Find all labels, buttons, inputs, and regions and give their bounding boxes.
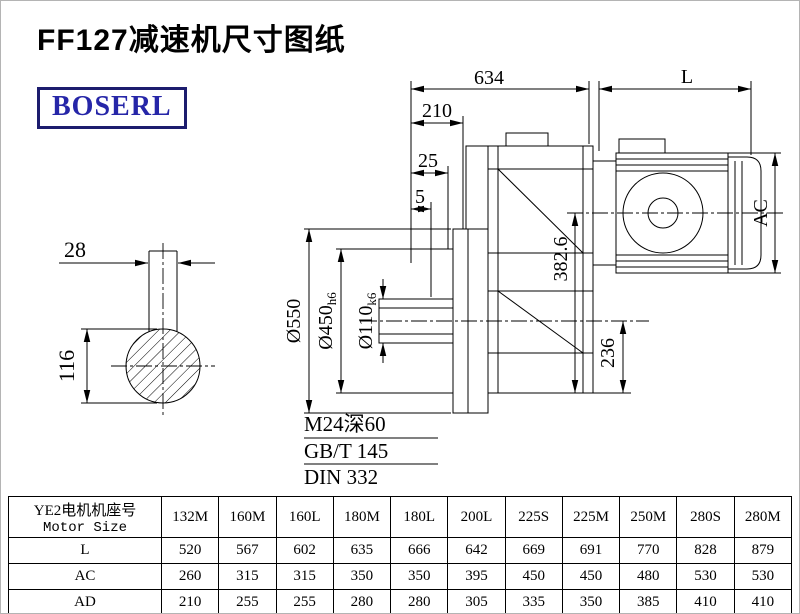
din-standard: DIN 332 (304, 465, 378, 489)
dim-110-tolerance: k6 (364, 292, 379, 306)
dim-5-label: 5 (415, 186, 425, 208)
dim-value: 635 (332, 537, 392, 564)
column-header: 225M (561, 496, 621, 538)
motor-flange-circle (622, 172, 704, 254)
dim-450-value: Ø450 (315, 305, 337, 349)
dim-value: 567 (218, 537, 277, 564)
technical-drawing: 28 116 (54, 66, 785, 489)
dim-value: 395 (447, 563, 506, 590)
dim-236-label: 236 (597, 338, 619, 368)
dim-value: 260 (160, 563, 220, 590)
dim-value: 335 (504, 589, 563, 613)
dim-value: 669 (504, 537, 563, 564)
dim-450-tolerance: h6 (324, 292, 339, 306)
column-header: 225S (504, 496, 563, 538)
dim-value: 350 (332, 563, 392, 590)
row-label: AC (8, 563, 162, 590)
dim-value: 280 (332, 589, 392, 613)
dim-value: 255 (218, 589, 277, 613)
dim-value: 410 (676, 589, 735, 613)
column-header: 160L (275, 496, 334, 538)
dim-value: 642 (447, 537, 506, 564)
dim-value: 520 (160, 537, 220, 564)
dim-110-label: Ø110k6 (355, 292, 379, 349)
column-header: 200L (447, 496, 506, 538)
motor-shaft-circle (647, 197, 679, 229)
thread-spec: M24深60 (304, 412, 386, 436)
dim-value: 315 (218, 563, 277, 590)
dim-382-label: 382.6 (550, 237, 572, 282)
shaft-end-dimensions: 28 116 (54, 237, 215, 404)
shaft-end-view (111, 243, 215, 415)
row-label: AD (8, 589, 162, 613)
dim-value: 280 (390, 589, 449, 613)
page-title: FF127减速机尺寸图纸 (37, 24, 346, 57)
dim-value: 315 (275, 563, 334, 590)
column-header: 180M (332, 496, 392, 538)
gearbox-housing (465, 132, 594, 394)
dim-28-label: 28 (64, 237, 86, 262)
dim-value: 530 (733, 563, 793, 590)
dim-value: 480 (619, 563, 678, 590)
motor-size-header-en: Motor Size (42, 519, 127, 536)
dim-value: 305 (447, 589, 506, 613)
gb-standard: GB/T 145 (304, 439, 388, 463)
gearbox-main-view (361, 132, 785, 414)
column-header: 250M (619, 496, 678, 538)
motor (592, 138, 762, 274)
dim-value: 666 (390, 537, 449, 564)
dim-210-label: 210 (422, 100, 452, 122)
dim-value: 410 (733, 589, 793, 613)
dim-value: 385 (619, 589, 678, 613)
thread-notes: M24深60 GB/T 145 DIN 332 (304, 412, 438, 489)
dim-value: 691 (561, 537, 621, 564)
dim-value: 255 (275, 589, 334, 613)
brand-logo: BOSERL (37, 87, 187, 129)
terminal-box (618, 138, 666, 154)
dim-116-label: 116 (54, 350, 79, 382)
column-header: 180L (390, 496, 449, 538)
dim-value: 210 (160, 589, 220, 613)
dim-AC-label: AC (750, 199, 772, 227)
dim-value: 879 (733, 537, 793, 564)
dim-634-label: 634 (474, 67, 504, 89)
brand-logo-text: BOSERL (52, 91, 172, 122)
dim-value: 530 (676, 563, 735, 590)
row-label: L (8, 537, 162, 564)
dim-110-value: Ø110 (355, 306, 377, 350)
dim-550-label: Ø550 (283, 299, 305, 343)
dim-value: 450 (561, 563, 621, 590)
dim-value: 450 (504, 563, 563, 590)
motor-size-header-cn: YE2电机机座号 (33, 502, 137, 519)
dim-value: 350 (561, 589, 621, 613)
column-header: 280M (733, 496, 793, 538)
dim-25-label: 25 (418, 150, 438, 172)
fan-cover (727, 156, 762, 270)
dim-value: 350 (390, 563, 449, 590)
column-header: 132M (160, 496, 220, 538)
dim-value: 602 (275, 537, 334, 564)
dim-L-label: L (681, 66, 693, 88)
dim-450-label: Ø450h6 (315, 292, 339, 350)
dim-value: 828 (676, 537, 735, 564)
dim-value: 770 (619, 537, 678, 564)
column-header: 280S (676, 496, 735, 538)
column-header: 160M (218, 496, 277, 538)
dimension-annotations: 634 L 210 25 5 Ø550 Ø450h6 (283, 66, 781, 414)
